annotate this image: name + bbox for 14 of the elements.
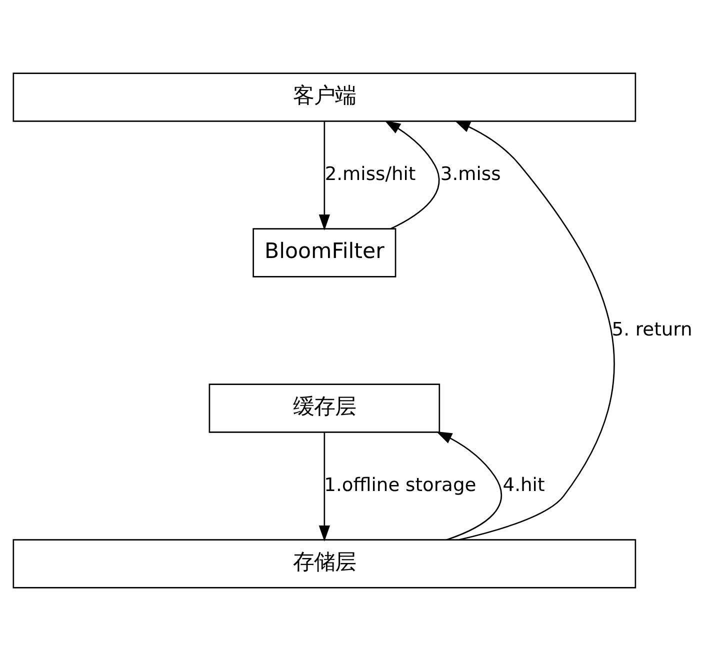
arrow bbox=[318, 432, 330, 542]
arrow bbox=[436, 431, 502, 540]
edge-label: 4.hit bbox=[502, 474, 545, 496]
edge-label: 5. return bbox=[612, 319, 692, 340]
node-box: BloomFilter bbox=[252, 228, 396, 278]
edge-label: 2.miss/hit bbox=[324, 164, 416, 185]
arrow bbox=[318, 122, 330, 230]
node-box: 存储层 bbox=[12, 539, 636, 588]
node-box: 缓存层 bbox=[208, 384, 440, 433]
arrow bbox=[384, 120, 440, 230]
edge-label: 3.miss bbox=[440, 164, 501, 185]
arrow bbox=[454, 120, 615, 540]
node-box: 客户端 bbox=[12, 72, 636, 122]
edge-label: 1.offline storage bbox=[324, 474, 476, 496]
